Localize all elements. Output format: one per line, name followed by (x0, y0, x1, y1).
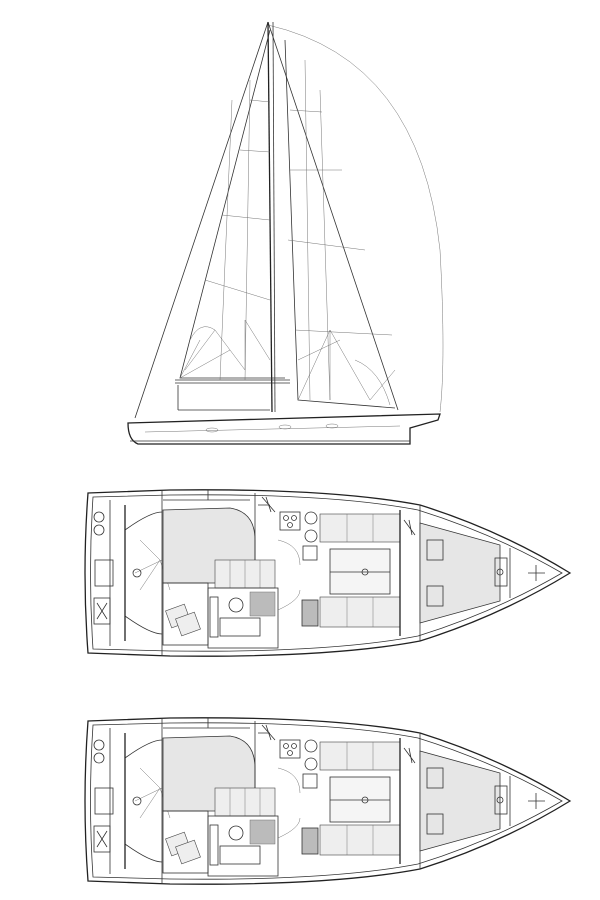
hull-profile (127, 413, 441, 445)
mast (267, 21, 273, 413)
sail-plan (127, 21, 444, 445)
layout-plan-upper (84, 489, 571, 657)
layout-plan-lower (84, 717, 571, 885)
spinnaker-outline (267, 24, 444, 413)
backstay (134, 21, 269, 419)
forestay (267, 21, 399, 411)
